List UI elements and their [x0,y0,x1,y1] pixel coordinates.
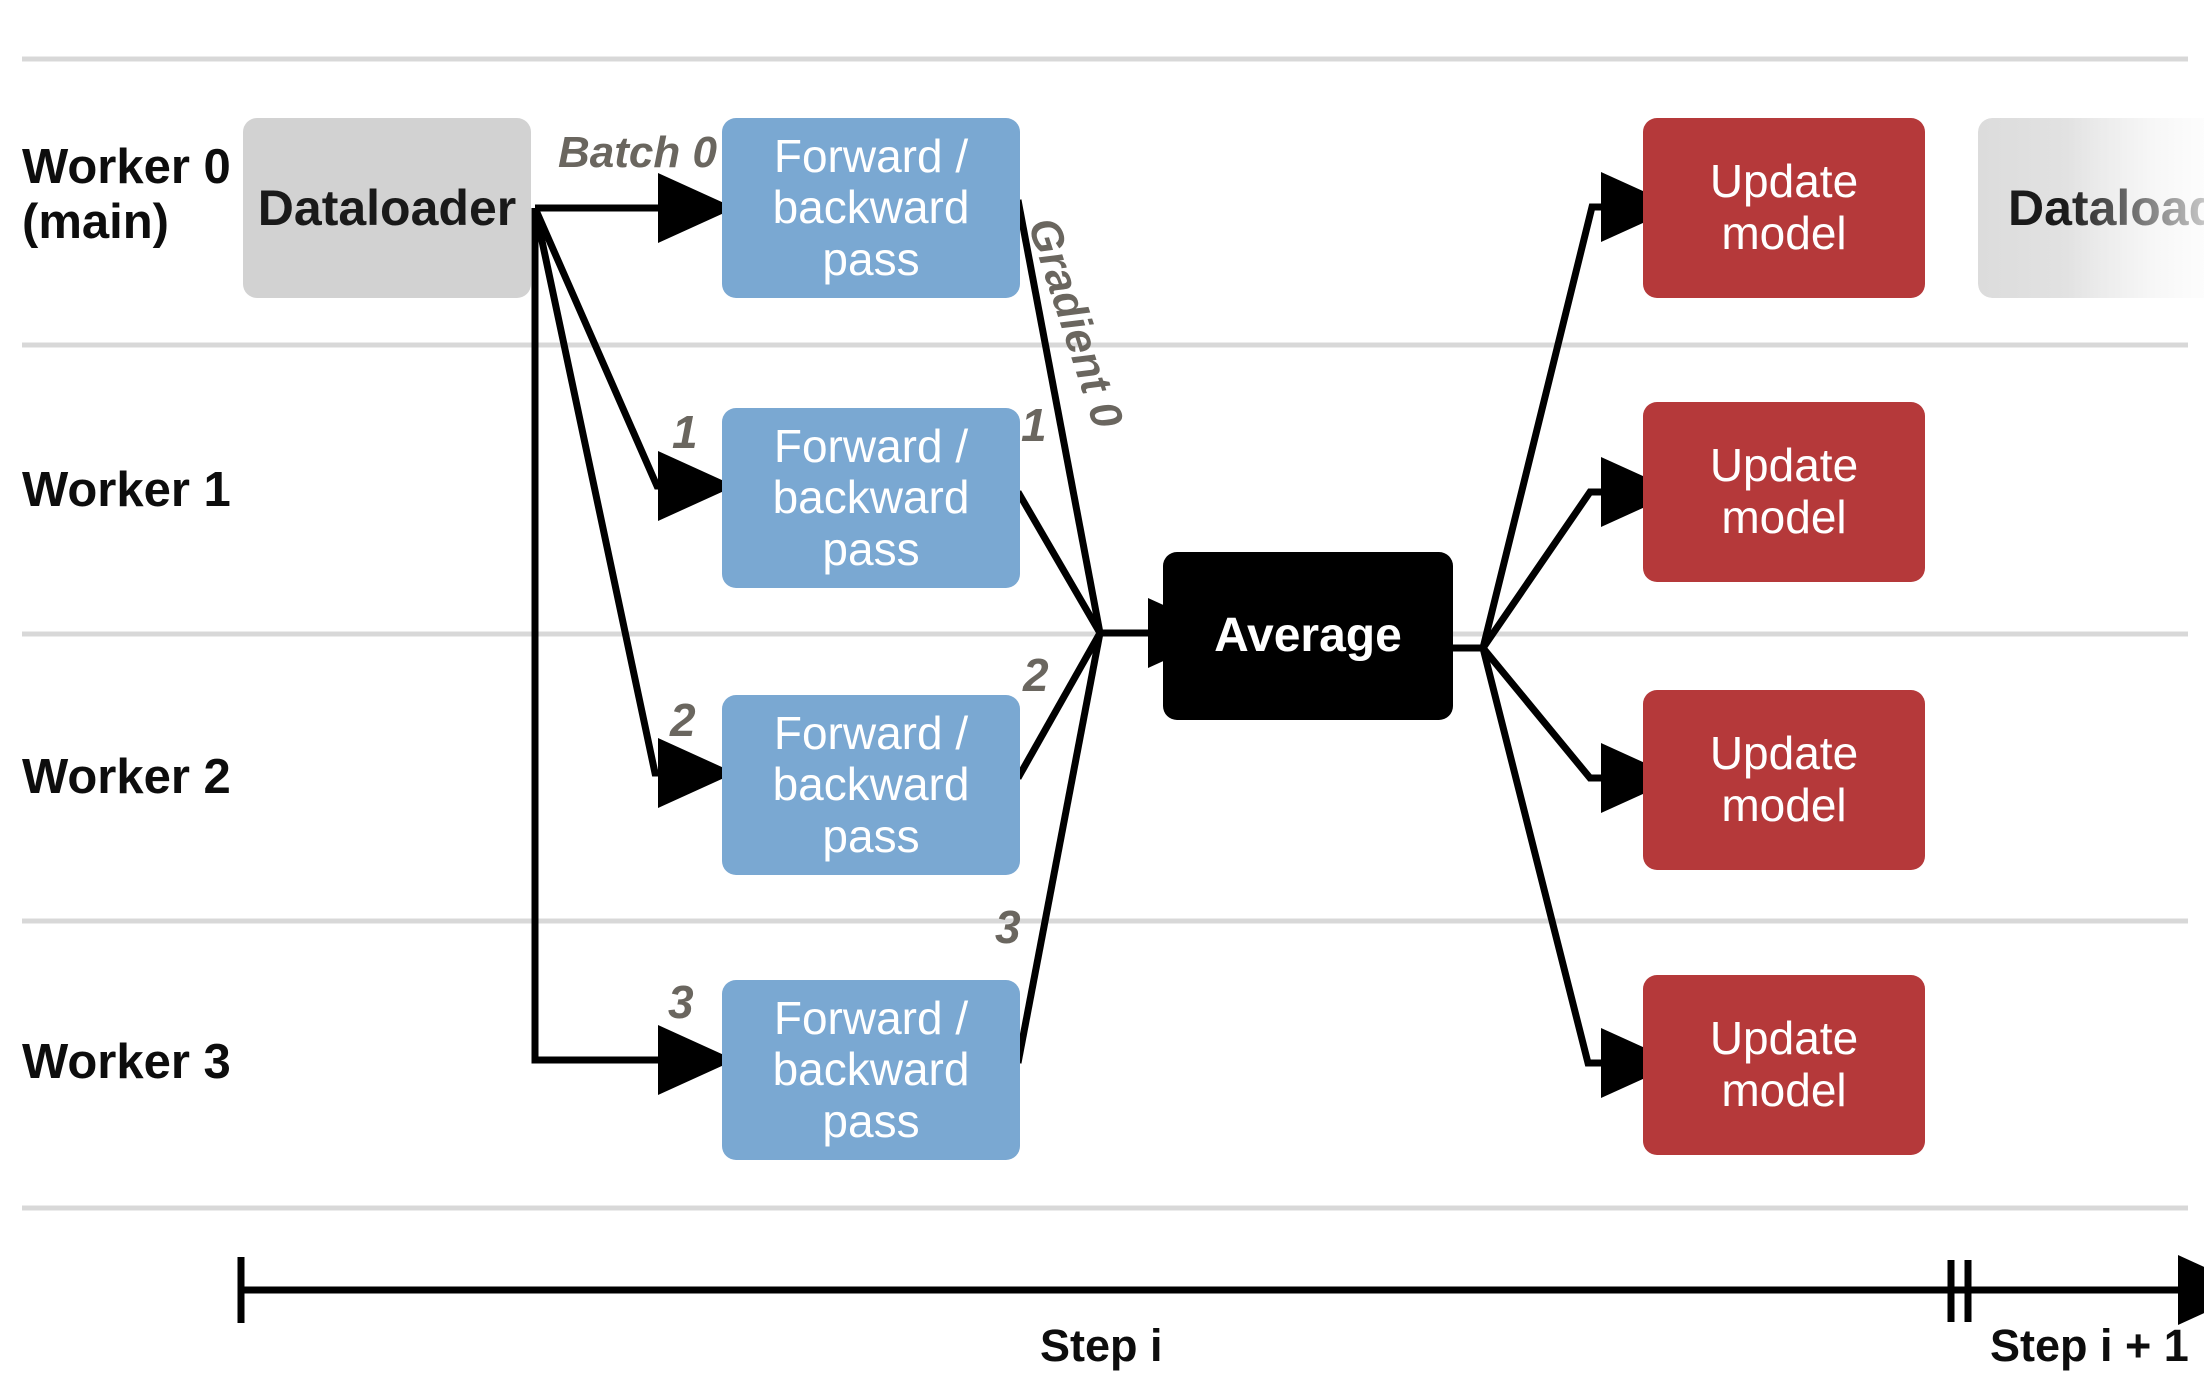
edge-label-gradient-3: 3 [995,901,1021,953]
edge-label-batch-2: 2 [670,694,696,746]
update-model-box-worker-3[interactable]: Update model [1643,975,1925,1155]
edge-label-gradient-1: 1 [1021,399,1047,451]
forward-backward-label: Forward /backward pass [772,419,970,575]
update-model-label: Update model [1709,155,1859,259]
row-label-worker-2: Worker 2 [22,750,231,804]
row-label-worker-3: Worker 3 [22,1035,231,1089]
forward-backward-label: Forward /backward pass [772,706,970,862]
forward-backward-box-worker-3[interactable]: Forward /backward pass [722,980,1020,1160]
edge-label-gradient-2: 2 [1023,649,1049,701]
timeline-label-step-i: Step i [1040,1320,1163,1371]
dataloader-next-step-label: Dataloader [2008,180,2204,236]
update-model-label: Update model [1709,439,1859,543]
timeline-label-step-i-plus-1: Step i + 1 [1990,1320,2189,1371]
row-label-worker-0: Worker 0(main) [22,140,231,249]
edge-label-batch-1: 1 [672,406,698,458]
forward-backward-label: Forward /backward pass [772,129,970,285]
forward-backward-box-worker-1[interactable]: Forward /backward pass [722,408,1020,588]
edge-label-batch-3: 3 [668,976,694,1028]
edge-label-batch-0: Batch 0 [558,128,717,177]
average-label: Average [1214,609,1402,663]
update-model-label: Update model [1709,727,1859,831]
row-label-worker-1: Worker 1 [22,463,231,517]
update-model-box-worker-2[interactable]: Update model [1643,690,1925,870]
dataloader-label: Dataloader [257,180,517,236]
batch-edges [531,173,735,1095]
average-box[interactable]: Average [1163,552,1453,720]
dataloader-box[interactable]: Dataloader [243,118,531,298]
update-model-box-worker-0[interactable]: Update model [1643,118,1925,298]
update-model-box-worker-1[interactable]: Update model [1643,402,1925,582]
forward-backward-box-worker-0[interactable]: Forward /backward pass [722,118,1020,298]
update-edges [1431,172,1678,1098]
timeline-axis [237,1255,2204,1325]
forward-backward-label: Forward /backward pass [772,991,970,1147]
update-model-label: Update model [1709,1012,1859,1116]
dataloader-next-step-box[interactable]: Dataloader [1978,118,2204,298]
forward-backward-box-worker-2[interactable]: Forward /backward pass [722,695,1020,875]
